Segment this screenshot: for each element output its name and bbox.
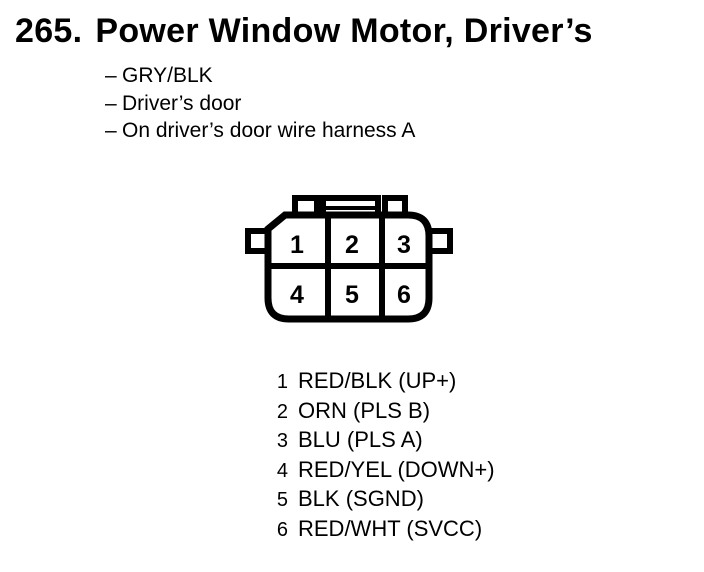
- dash-bullet-icon: –: [105, 64, 117, 87]
- pin-label: BLU (PLS A): [298, 427, 423, 452]
- pin-cell-number: 4: [290, 281, 304, 309]
- detail-item: – On driver’s door wire harness A: [105, 117, 415, 145]
- pin-number: 5: [276, 489, 288, 511]
- pin-number: 2: [276, 400, 288, 423]
- detail-item: – GRY/BLK: [105, 62, 415, 90]
- pin-cell-number: 2: [345, 231, 359, 259]
- title-text: Power Window Motor, Driver’s: [95, 12, 593, 50]
- pinout-row: 6 RED/WHT (SVCC): [260, 516, 495, 546]
- pin-label: RED/YEL (DOWN+): [298, 456, 495, 482]
- pinout-row: 1 RED/BLK (UP+): [260, 368, 495, 398]
- detail-text: On driver’s door wire harness A: [122, 119, 416, 142]
- pin-label: ORN (PLS B): [298, 397, 431, 423]
- pin-number: 4: [276, 459, 288, 482]
- pin-cell-number: 6: [397, 281, 411, 309]
- page-title: 265. Power Window Motor, Driver’s: [15, 12, 593, 50]
- pin-label: RED/WHT (SVCC): [298, 515, 483, 541]
- pin-cell-number: 3: [397, 231, 411, 259]
- pinout-row: 3 BLU (PLS A): [260, 427, 495, 457]
- pin-cell-number: 1: [290, 231, 304, 259]
- pinout-row: 5 BLK (SGND): [260, 486, 495, 516]
- pinout-row: 2 ORN (PLS B): [260, 398, 495, 428]
- detail-list: – GRY/BLK – Driver’s door – On driver’s …: [105, 62, 415, 145]
- detail-item: – Driver’s door: [105, 90, 415, 118]
- detail-text: GRY/BLK: [122, 64, 213, 87]
- pin-label: BLK (SGND): [298, 486, 424, 511]
- detail-text: Driver’s door: [122, 91, 242, 115]
- connector-diagram: 1 2 3 4 5 6: [240, 185, 470, 345]
- pinout-legend: 1 RED/BLK (UP+) 2 ORN (PLS B) 3 BLU (PLS…: [260, 368, 495, 545]
- pin-number: 3: [276, 430, 288, 452]
- pin-number: 1: [276, 371, 288, 393]
- pin-number: 6: [276, 518, 288, 541]
- pin-label: RED/BLK (UP+): [298, 368, 457, 393]
- dash-bullet-icon: –: [105, 119, 117, 142]
- item-number: 265.: [15, 12, 83, 50]
- pin-cell-number: 5: [345, 281, 359, 309]
- pinout-row: 4 RED/YEL (DOWN+): [260, 457, 495, 487]
- dash-bullet-icon: –: [105, 91, 117, 115]
